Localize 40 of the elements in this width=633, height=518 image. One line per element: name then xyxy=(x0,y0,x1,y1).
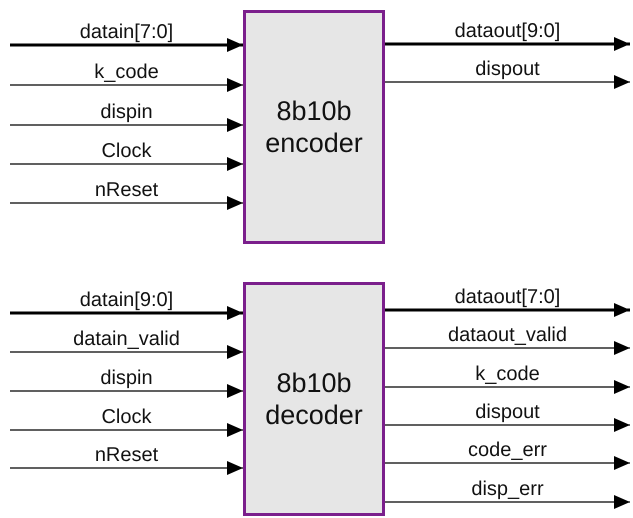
signal-arrow xyxy=(10,157,243,171)
signal-arrow xyxy=(385,495,630,509)
block-label: 8b10b decoder xyxy=(264,367,364,431)
signal-arrow xyxy=(385,75,630,89)
block xyxy=(243,282,385,516)
signal-name: dataout_valid xyxy=(448,324,567,346)
signal-name: datain_valid xyxy=(73,328,180,350)
signal-arrow xyxy=(10,384,243,398)
signal-arrow xyxy=(10,38,243,52)
signal-arrow xyxy=(385,456,630,470)
signal-name: dispin xyxy=(100,101,153,123)
signal-arrow xyxy=(10,196,243,210)
signal-name: dispout xyxy=(475,401,540,423)
signal-name: disp_err xyxy=(471,478,544,500)
signal-name: dispin xyxy=(100,367,153,389)
signal-arrow xyxy=(10,423,243,437)
signal-name: k_code xyxy=(475,363,540,385)
block xyxy=(243,10,385,244)
signal-name: k_code xyxy=(94,61,159,83)
signal-arrow xyxy=(385,380,630,394)
signal-name: nReset xyxy=(94,444,158,466)
signal-name: dataout[7:0] xyxy=(454,286,560,308)
signal-name: dataout[9:0] xyxy=(454,20,560,42)
signal-name: dispout xyxy=(475,58,540,80)
signal-arrow xyxy=(385,303,630,317)
signal-name: code_err xyxy=(468,439,547,461)
signal-arrow xyxy=(10,78,243,92)
signal-arrow xyxy=(385,37,630,51)
signal-name: Clock xyxy=(102,140,152,162)
signal-arrow xyxy=(10,345,243,359)
signal-arrow xyxy=(10,461,243,475)
signal-name: Clock xyxy=(102,406,152,428)
signal-arrow xyxy=(10,306,243,320)
signal-arrow xyxy=(385,341,630,355)
signal-arrow xyxy=(385,418,630,432)
signal-name: datain[7:0] xyxy=(80,21,174,43)
signal-arrow xyxy=(10,118,243,132)
signal-name: nReset xyxy=(94,179,158,201)
signal-name: datain[9:0] xyxy=(80,289,174,311)
block-label: 8b10b encoder xyxy=(264,95,364,159)
